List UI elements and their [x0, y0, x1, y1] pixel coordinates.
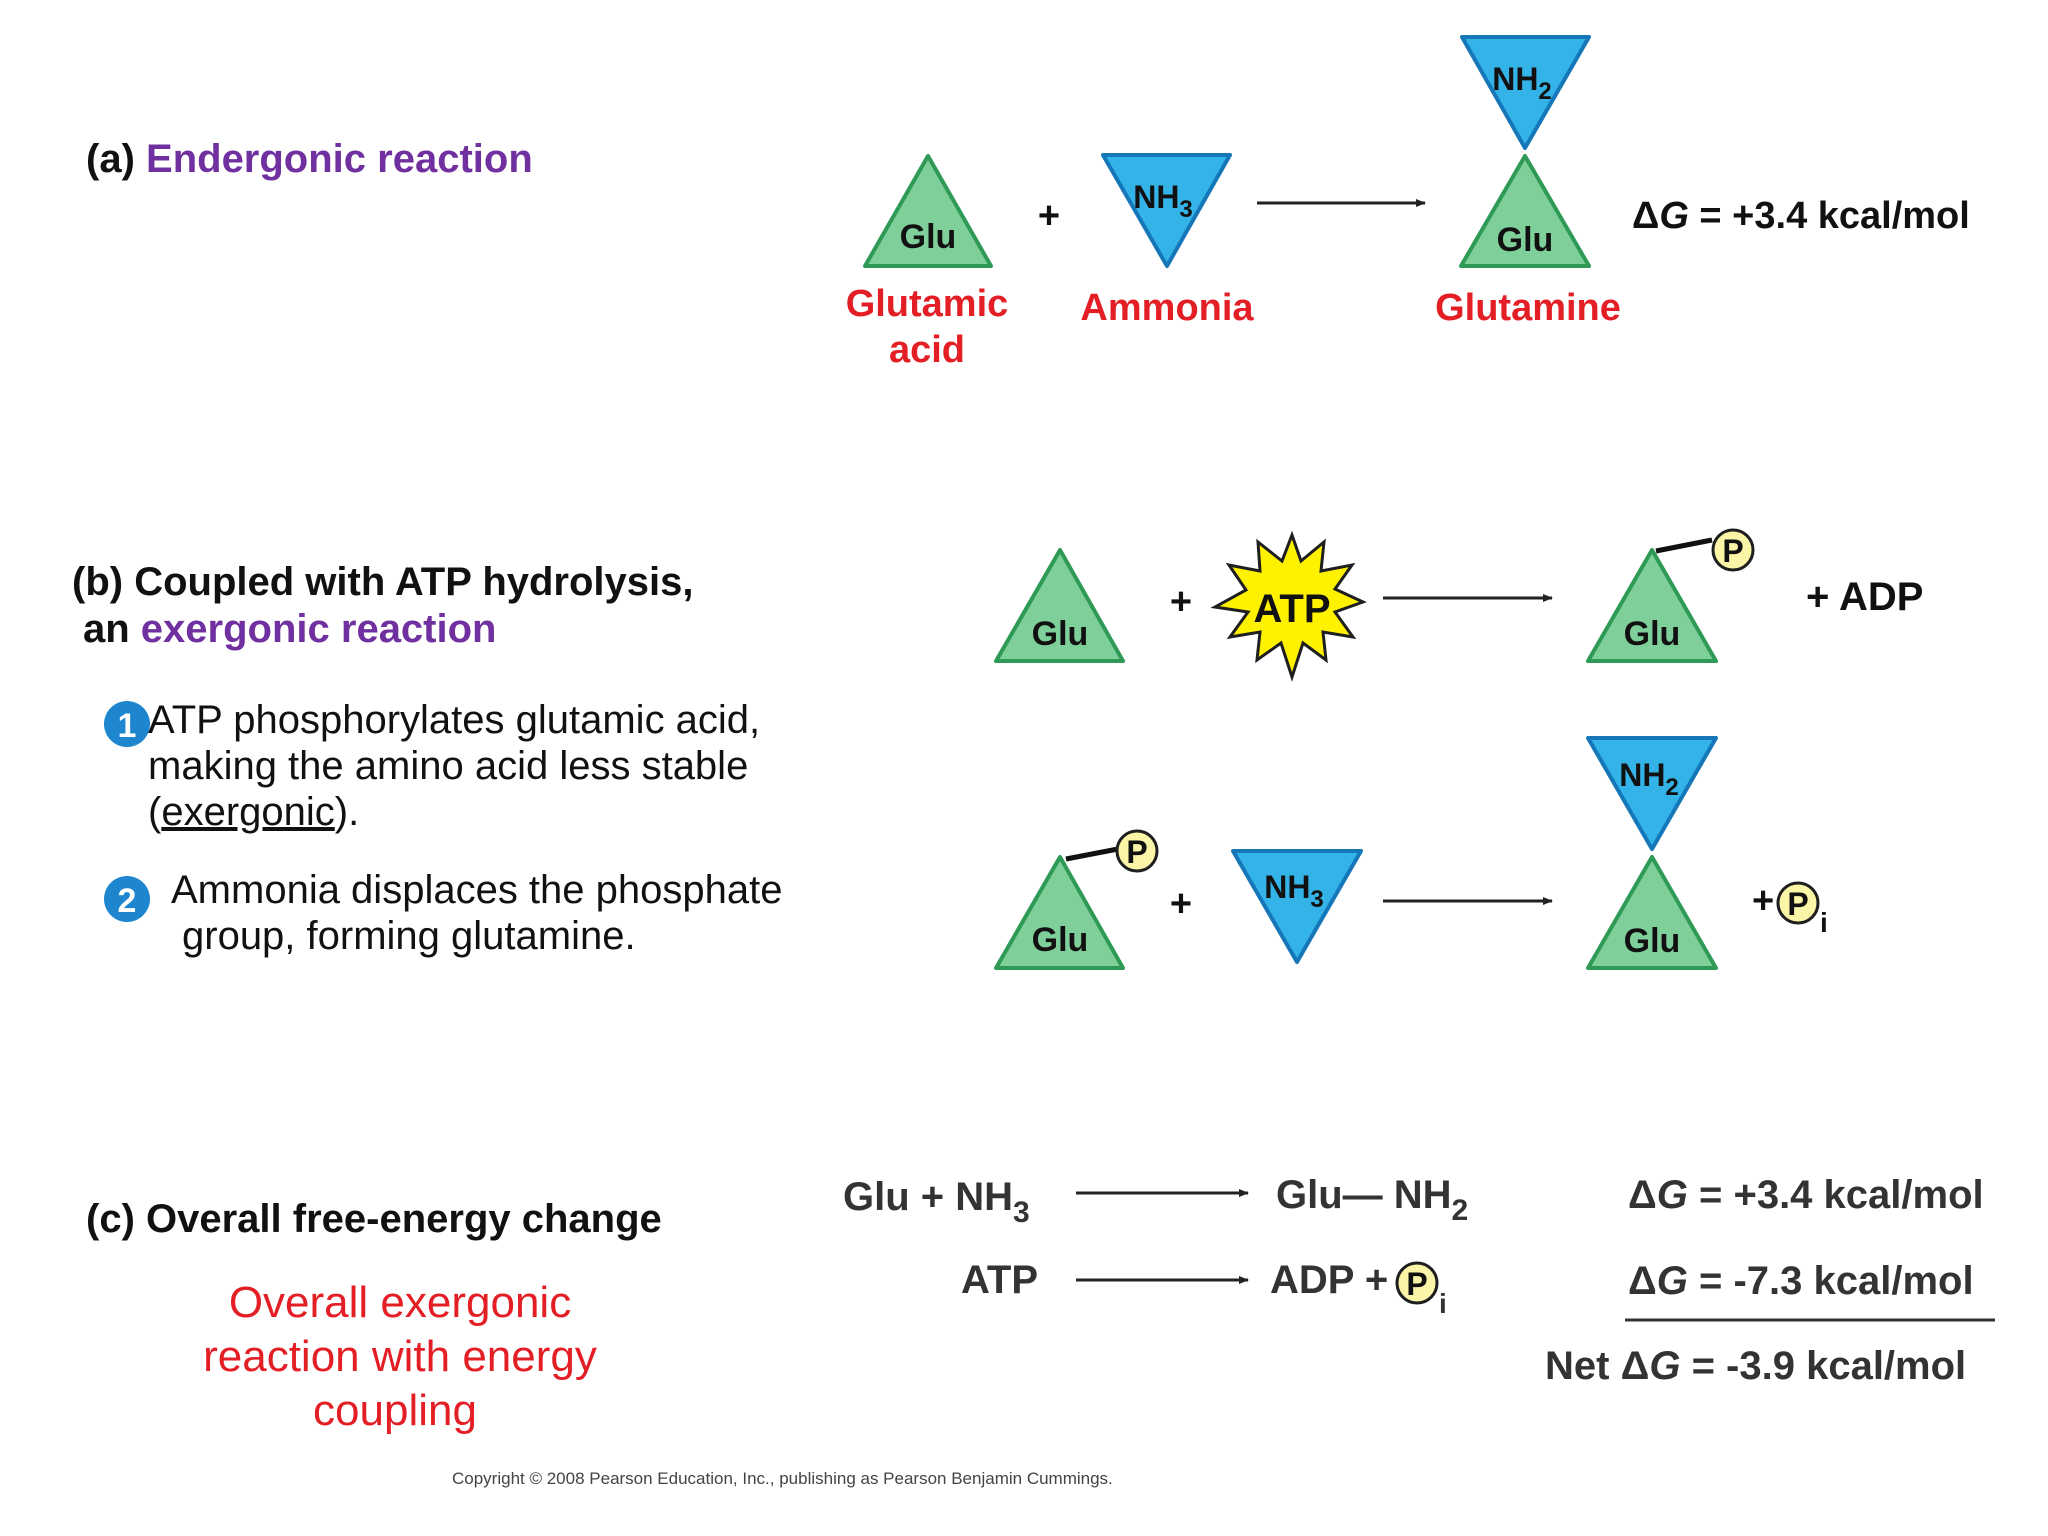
inorganic-phosphate-circle	[1395, 1261, 1439, 1305]
step-1-text-line3: (exergonic).	[148, 790, 359, 834]
section-c: (c) Overall free-energy change Overall e…	[86, 1173, 1995, 1435]
plus-sign: +	[1752, 880, 1774, 922]
glutamine-glu-triangle	[1459, 154, 1591, 268]
step-1-number: 1	[118, 707, 137, 745]
copyright-notice: Copyright © 2008 Pearson Education, Inc.…	[452, 1469, 1113, 1488]
phosphorylated-glu-triangle	[1586, 548, 1718, 663]
phosphate-circle	[1711, 528, 1755, 572]
nh3-label: NH3	[1133, 179, 1193, 223]
adp-label: + ADP	[1806, 575, 1923, 619]
section-b-heading-line2: an exergonic reaction	[83, 607, 496, 651]
equation-2-right: ADP +	[1270, 1258, 1388, 1302]
phosphate-label: P	[1126, 834, 1147, 870]
nh2-label: NH2	[1619, 757, 1679, 801]
section-a: (a) Endergonic reaction Glu + NH3 NH2 Gl…	[86, 35, 1970, 371]
delta-g-equation-1: ΔG = +3.4 kcal/mol	[1628, 1173, 1984, 1217]
glutamine-glu-triangle	[1586, 855, 1718, 970]
plus-sign: +	[1038, 195, 1060, 237]
section-b: (b) Coupled with ATP hydrolysis, an exer…	[72, 528, 1923, 970]
phosphate-label: P	[1406, 1266, 1427, 1302]
phosphorylated-glu-triangle	[994, 855, 1125, 970]
step-1-text-line2: making the amino acid less stable	[148, 744, 748, 788]
phosphate-bond	[1655, 537, 1713, 554]
section-b-heading-line1: (b) Coupled with ATP hydrolysis,	[72, 560, 694, 604]
phosphate-circle	[1115, 829, 1159, 873]
glu-label: Glu	[1032, 615, 1089, 653]
nh3-label: NH3	[1264, 869, 1324, 913]
glu-label: Glu	[900, 218, 957, 256]
ammonia-name: Ammonia	[1080, 287, 1254, 329]
nh2-triangle	[1586, 736, 1718, 851]
equation-2-left: ATP	[961, 1258, 1038, 1302]
glu-label: Glu	[1624, 922, 1681, 960]
atp-starburst	[1210, 530, 1367, 682]
step-2-text-line2: group, forming glutamine.	[182, 914, 636, 958]
phosphate-subscript: i	[1439, 1288, 1447, 1319]
delta-g-value: ΔG = +3.4 kcal/mol	[1632, 195, 1970, 237]
section-a-heading: (a) Endergonic reaction	[86, 137, 533, 181]
nh2-label: NH2	[1492, 61, 1552, 105]
plus-sign: +	[1170, 883, 1192, 925]
net-delta-g: Net ΔG = -3.9 kcal/mol	[1545, 1344, 1966, 1388]
phosphate-label: P	[1722, 533, 1743, 569]
step-2-badge	[104, 876, 150, 922]
phosphate-subscript: i	[1820, 907, 1828, 938]
equation-1-right: Glu— NH2	[1276, 1173, 1468, 1227]
glutamine-name: Glutamine	[1435, 287, 1621, 329]
glu-triangle	[994, 548, 1125, 663]
delta-g-equation-2: ΔG = -7.3 kcal/mol	[1628, 1259, 1974, 1303]
glutamic-acid-triangle	[863, 154, 993, 268]
nh2-triangle	[1460, 35, 1591, 150]
equation-1-left: Glu + NH3	[843, 1175, 1030, 1229]
phosphate-bond	[1065, 846, 1119, 862]
atp-label: ATP	[1253, 587, 1330, 631]
ammonia-triangle	[1101, 153, 1232, 268]
step-2-number: 2	[118, 882, 137, 920]
section-c-heading: (c) Overall free-energy change	[86, 1197, 662, 1241]
inorganic-phosphate-circle	[1776, 881, 1820, 925]
phosphate-label: P	[1787, 886, 1808, 922]
ammonia-triangle	[1231, 849, 1363, 964]
step-1-text-line1: ATP phosphorylates glutamic acid,	[148, 698, 760, 742]
glu-label: Glu	[1497, 221, 1554, 259]
glu-label: Glu	[1032, 921, 1089, 959]
glu-label: Glu	[1624, 615, 1681, 653]
plus-sign: +	[1170, 581, 1192, 623]
step-2-text-line1: Ammonia displaces the phosphate	[171, 868, 782, 912]
step-1-badge	[104, 701, 150, 747]
